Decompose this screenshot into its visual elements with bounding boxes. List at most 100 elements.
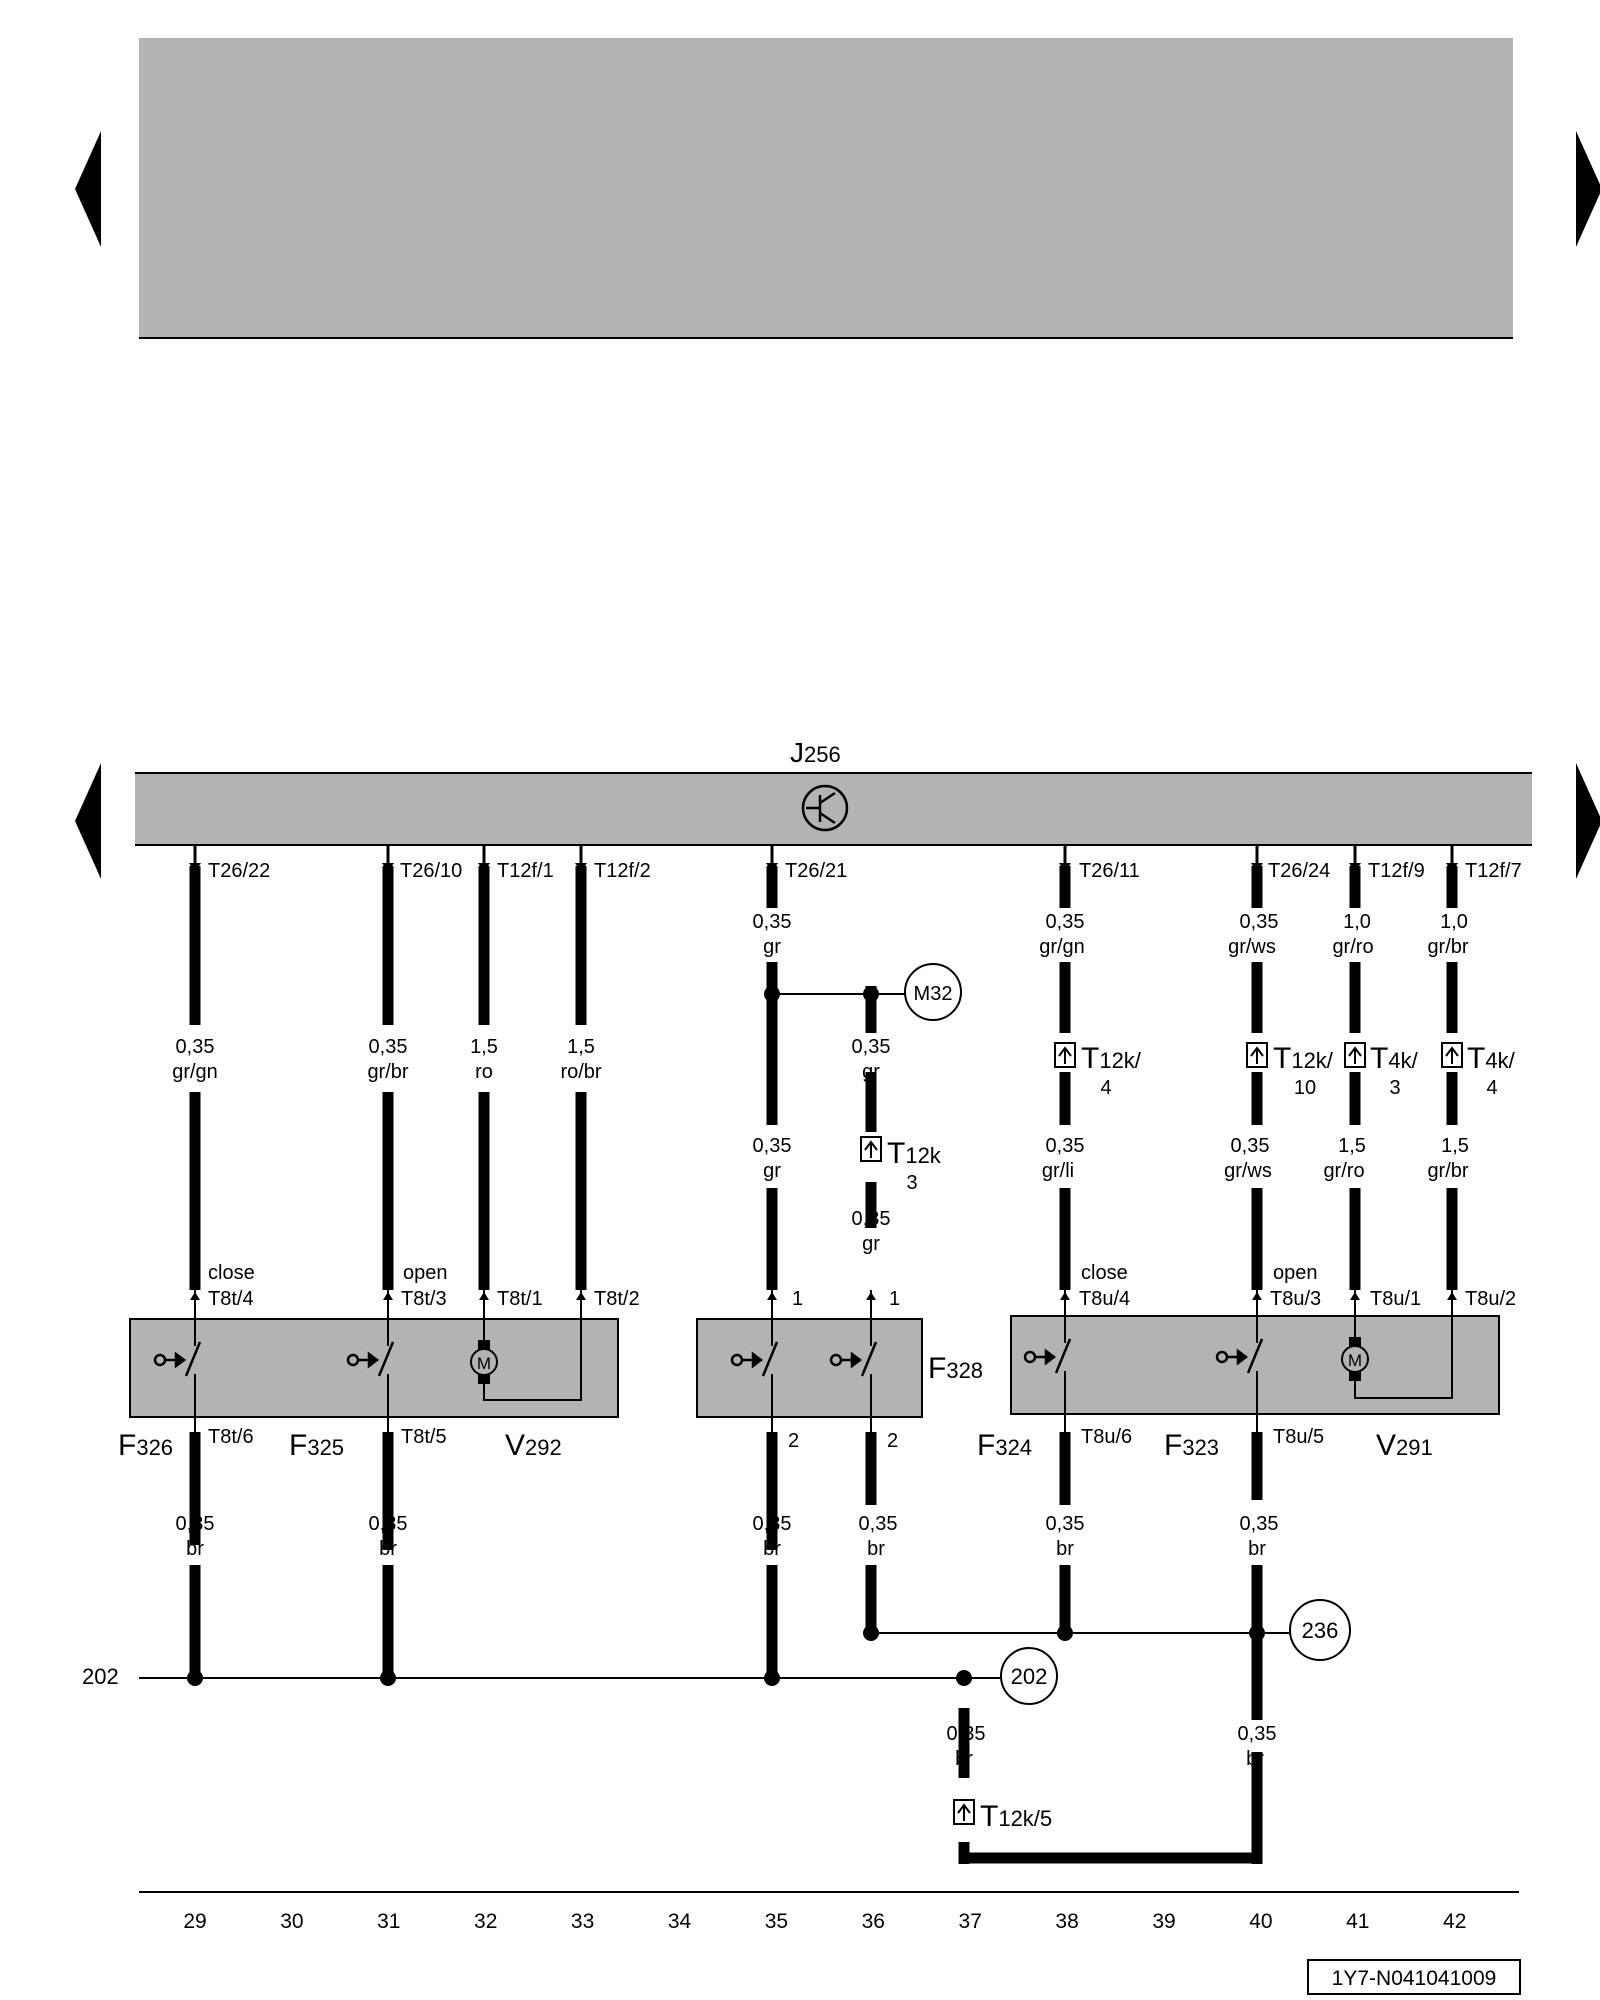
wire-w10a-color: gr/br	[1427, 936, 1468, 958]
connector-t12k3: T12k	[887, 1137, 942, 1170]
connector-t4k4: T4k/	[1467, 1042, 1516, 1075]
prev-page-arrow-bottom[interactable]	[75, 763, 101, 879]
pin-f328-t1: 1	[792, 1288, 803, 1310]
connector-t12k4: T12k/	[1081, 1042, 1142, 1075]
wire-w8b-color: gr/ws	[1224, 1160, 1272, 1182]
ref-202-left: 202	[82, 1664, 119, 1689]
designator-v292: V292	[505, 1429, 562, 1462]
component-box-mid	[696, 1318, 923, 1418]
component-box-left	[129, 1318, 619, 1418]
pin-label-t26-21: T26/21	[785, 860, 847, 882]
wire-w6a-size: 0,35	[852, 1036, 891, 1058]
switch-f328b-icon	[829, 1341, 878, 1377]
wire-w2a-color: gr/br	[367, 1061, 408, 1083]
pin-label-t26-11: T26/11	[1079, 860, 1140, 882]
scale-label: 39	[1152, 1910, 1175, 1933]
label-close-right: close	[1081, 1262, 1128, 1284]
ground-ref-circles: 236 202 202	[82, 1599, 1351, 1705]
next-page-arrow-bottom[interactable]	[1576, 763, 1600, 879]
wire-w7a-color: gr/gn	[1039, 936, 1085, 958]
label-open-left: open	[403, 1262, 448, 1284]
wire-g1-size: 0,35	[176, 1513, 215, 1535]
inline-connector-arrows	[864, 1046, 1459, 1821]
pin-t8t-5: T8t/5	[401, 1426, 447, 1448]
connector-t12k10: T12k/	[1273, 1042, 1334, 1075]
wire-g2-color: br	[379, 1538, 397, 1560]
connector-t4k3: T4k/	[1370, 1042, 1419, 1075]
control-unit-j256: J256	[135, 737, 1532, 846]
wire-w4a-color: ro/br	[560, 1061, 601, 1083]
motor-v292-icon: M	[470, 1340, 498, 1384]
ref-m32: M32	[914, 983, 953, 1005]
scale-label: 41	[1346, 1910, 1369, 1933]
doc-id: 1Y7-N041041009	[1332, 1967, 1497, 1990]
switch-f326-icon	[153, 1341, 202, 1377]
pin-t8u-1: T8u/1	[1370, 1288, 1421, 1310]
scale-label: 30	[280, 1910, 303, 1933]
switch-symbol-icons	[153, 1338, 1264, 1377]
pin-label-t12f-7: T12f/7	[1465, 860, 1522, 882]
prev-page-arrow-top[interactable]	[75, 131, 101, 247]
scale-label: 42	[1443, 1910, 1466, 1933]
motor-v291-icon: M	[1341, 1337, 1369, 1381]
pin-label-t26-22: T26/22	[208, 860, 270, 882]
ground-bus-lines	[139, 1632, 1290, 1679]
connector-t12k4-pin: 4	[1100, 1077, 1111, 1099]
switch-f324-icon	[1023, 1338, 1072, 1374]
transistor-symbol-icon	[801, 784, 849, 832]
wire-g2-size: 0,35	[369, 1513, 408, 1535]
wire-g7-color: br	[955, 1748, 973, 1770]
pin-t8t-1: T8t/1	[497, 1288, 543, 1310]
inline-connector-icons	[860, 1042, 1463, 1825]
pin-t8t-4: T8t/4	[208, 1288, 254, 1310]
svg-text:M: M	[477, 1354, 491, 1373]
pin-t8t-3: T8t/3	[401, 1288, 447, 1310]
wire-w7b-size: 0,35	[1046, 1135, 1085, 1157]
pin-t8t-2: T8t/2	[594, 1288, 640, 1310]
connector-t12k3-pin: 3	[906, 1172, 917, 1194]
ground-segments	[189, 1565, 1263, 1720]
wire-w6a-color: gr	[862, 1061, 880, 1083]
designator-f323: F323	[1164, 1429, 1219, 1462]
wire-g6-color: br	[1248, 1538, 1266, 1560]
ref-202: 202	[1011, 1664, 1048, 1689]
designator-f326: F326	[118, 1429, 173, 1462]
wire-g8-color: br	[1246, 1748, 1264, 1770]
wire-w5a-color: gr	[763, 936, 781, 958]
wire-g3-size: 0,35	[753, 1513, 792, 1535]
control-unit-label: J256	[790, 737, 841, 768]
label-close-left: close	[208, 1262, 255, 1284]
designator-f324: F324	[977, 1429, 1032, 1462]
wire-w8a-size: 0,35	[1240, 911, 1279, 933]
scale-label: 37	[959, 1910, 982, 1933]
switch-f323-icon	[1215, 1338, 1264, 1374]
scale-label: 38	[1055, 1910, 1078, 1933]
pin-f328-b1: 2	[788, 1430, 799, 1452]
wire-w3a-size: 1,5	[470, 1036, 498, 1058]
pin-t8u-2: T8u/2	[1465, 1288, 1516, 1310]
wire-w8a-color: gr/ws	[1228, 936, 1276, 958]
wire-g8-size: 0,35	[1238, 1723, 1277, 1745]
switch-f325-icon	[346, 1341, 395, 1377]
pin-t8u-6: T8u/6	[1081, 1426, 1132, 1448]
wire-w1a-color: gr/gn	[172, 1061, 218, 1083]
next-page-arrow-top[interactable]	[1576, 131, 1600, 247]
switch-f328a-icon	[730, 1341, 779, 1377]
ground-junction-dots	[187, 1625, 1265, 1686]
wire-w4a-size: 1,5	[567, 1036, 595, 1058]
scale-label: 40	[1249, 1910, 1272, 1933]
wire-segments	[189, 866, 1458, 1864]
pin-t8u-3: T8u/3	[1270, 1288, 1321, 1310]
scale-label: 36	[862, 1910, 885, 1933]
wire-w5b-size: 0,35	[753, 1135, 792, 1157]
pin-t8t-6: T8t/6	[208, 1426, 254, 1448]
wire-w8b-size: 0,35	[1231, 1135, 1270, 1157]
wire-w5b-color: gr	[763, 1160, 781, 1182]
scale-label: 29	[183, 1910, 206, 1933]
scale-label: 34	[668, 1910, 692, 1933]
pin-f328-t2: 1	[889, 1288, 900, 1310]
pin-label-t12f-1: T12f/1	[497, 860, 554, 882]
wire-w10a-size: 1,0	[1440, 911, 1468, 933]
wire-w10b-size: 1,5	[1441, 1135, 1469, 1157]
